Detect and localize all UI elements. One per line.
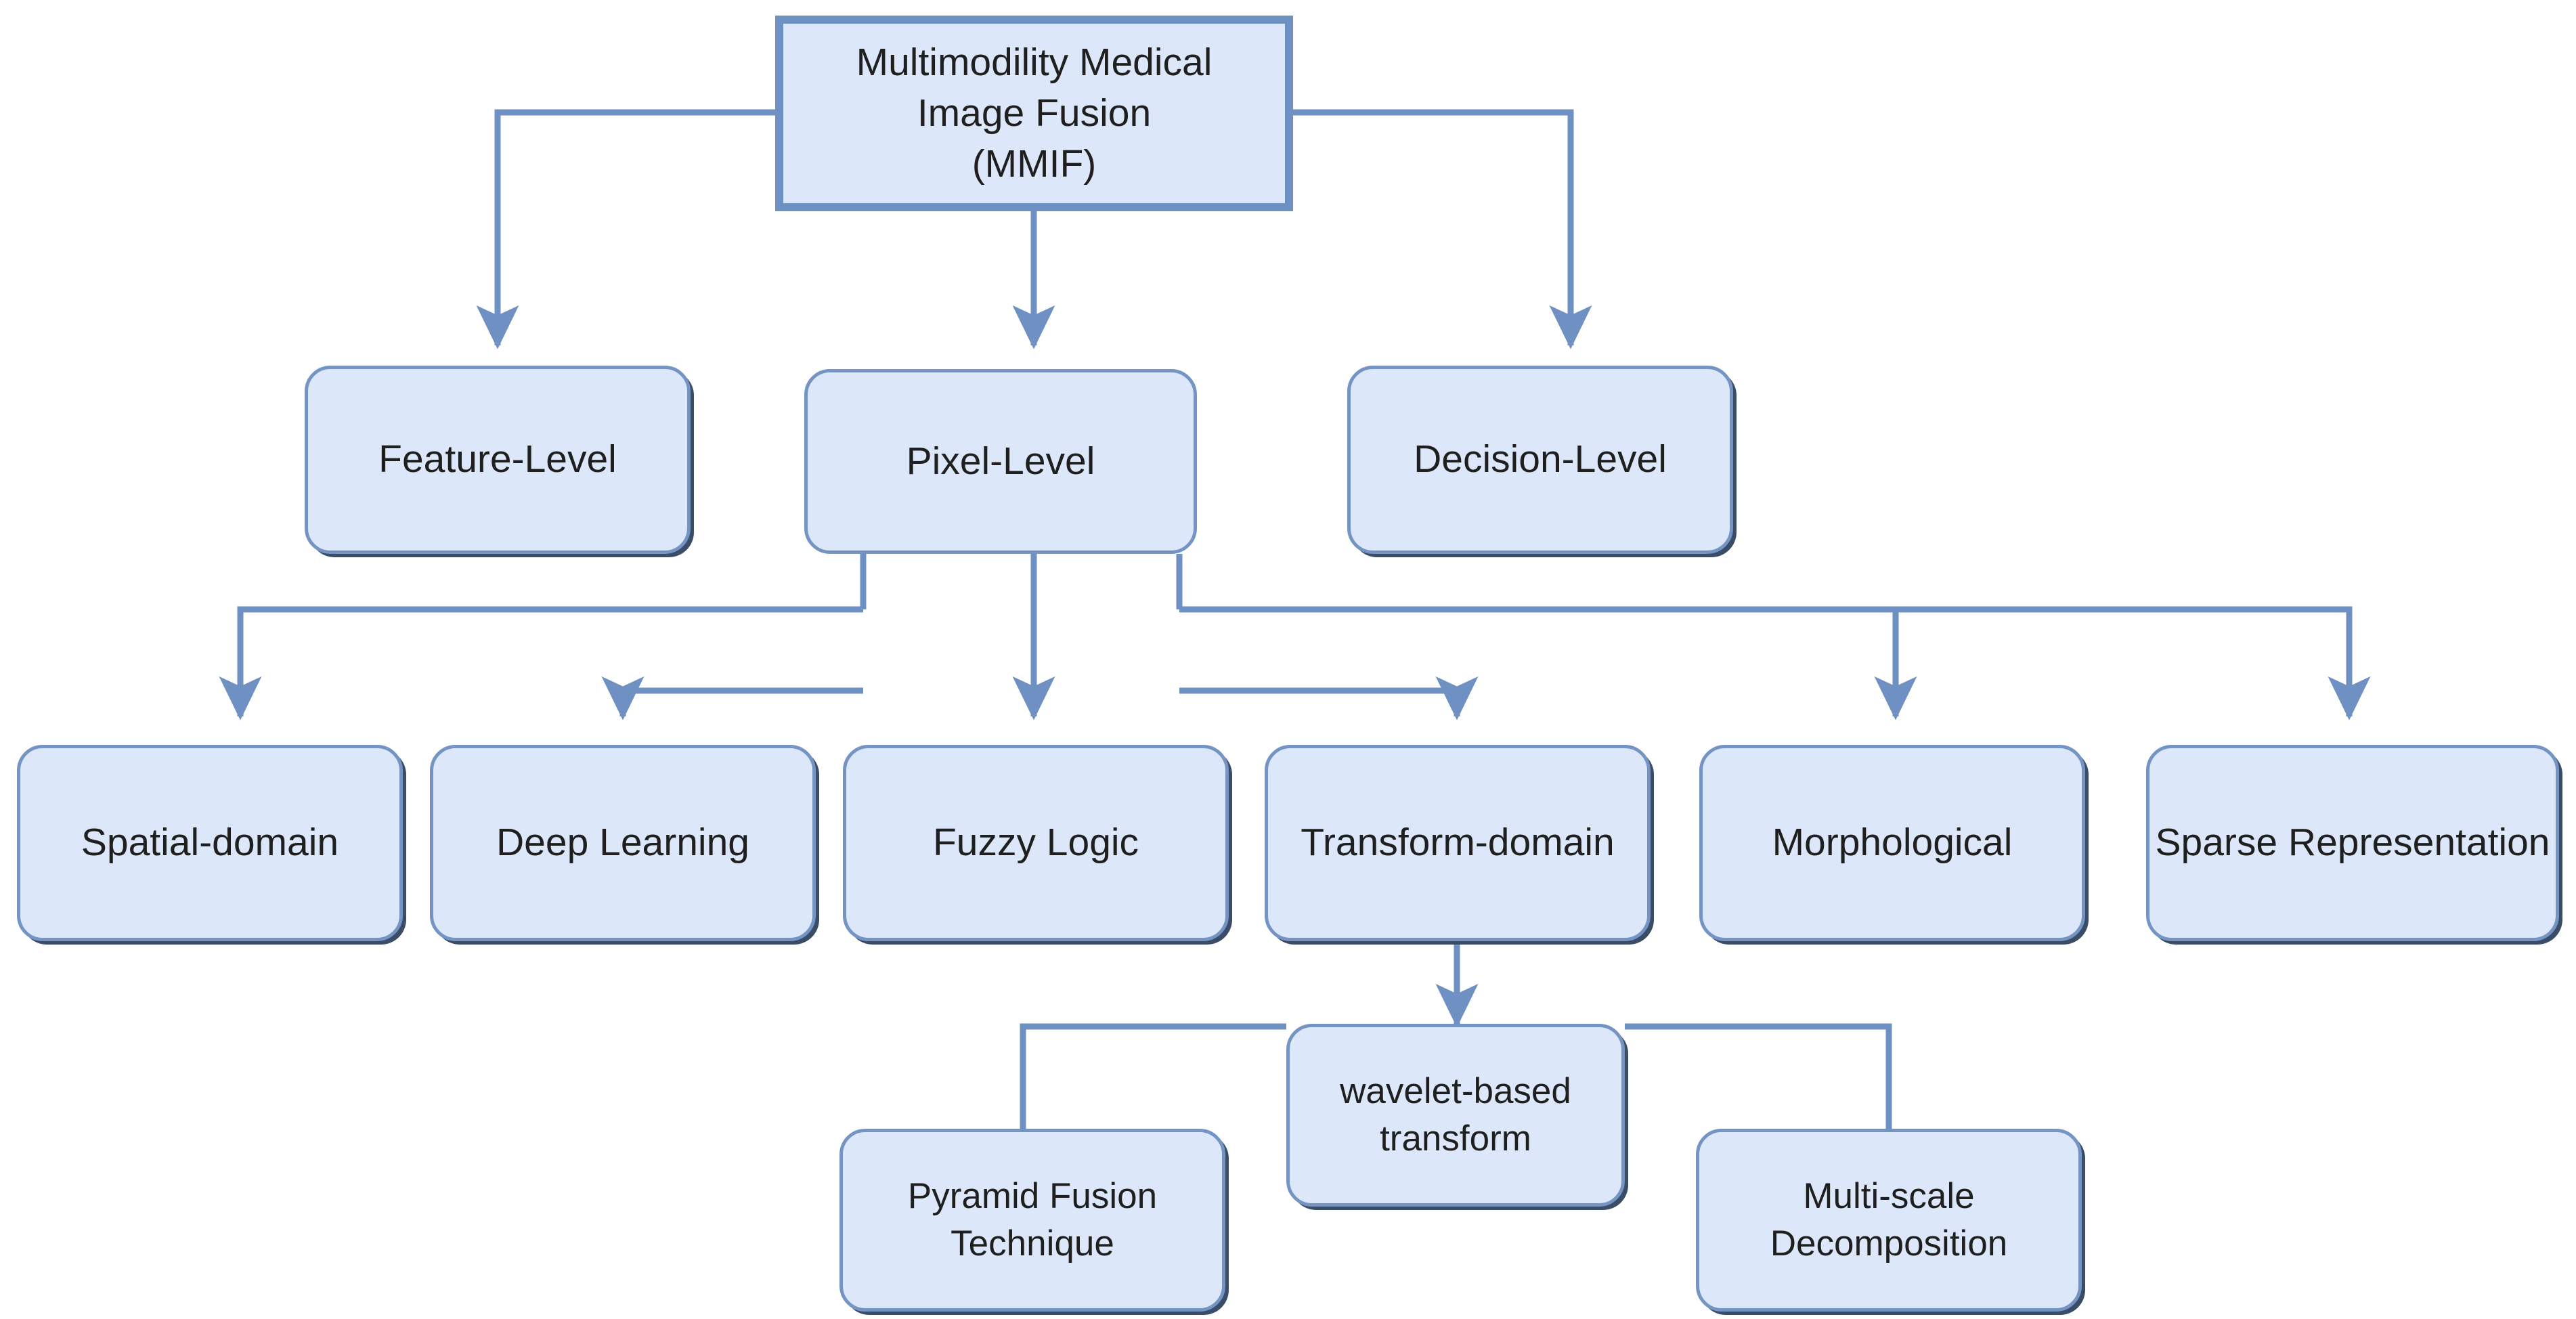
edge-wavelet-to-multiscale (1625, 1023, 1892, 1132)
node-feature-level[interactable]: Feature-Level (305, 366, 691, 554)
node-spatial-domain-label: Spatial-domain (81, 821, 339, 865)
node-sparse-representation[interactable]: Sparse Representation (2146, 745, 2559, 941)
edge-wavelet-to-pyramid (1020, 1023, 1286, 1132)
node-multi-scale-decomposition[interactable]: Multi-scale Decomposition (1696, 1129, 2082, 1312)
node-morphological-label: Morphological (1772, 821, 2013, 865)
node-fuzzy-logic-label: Fuzzy Logic (932, 821, 1139, 865)
node-fuzzy-logic[interactable]: Fuzzy Logic (843, 745, 1229, 941)
node-decision-level-label: Decision-Level (1414, 437, 1667, 481)
edge-bus-left (219, 606, 863, 720)
node-multi-scale-decomposition-label: Multi-scale Decomposition (1770, 1176, 2008, 1263)
node-morphological[interactable]: Morphological (1699, 745, 2085, 941)
node-pixel-level[interactable]: Pixel-Level (804, 369, 1197, 554)
node-wavelet-based-transform[interactable]: wavelet-based transform (1286, 1024, 1625, 1207)
node-root-label: Multimodility Medical Image Fusion (MMIF… (856, 40, 1213, 186)
node-spatial-domain[interactable]: Spatial-domain (17, 745, 403, 941)
node-pixel-level-label: Pixel-Level (906, 439, 1095, 483)
edge-root-to-decision-level (1293, 109, 1592, 349)
edge-pixel-to-transform-domain (1179, 676, 1479, 720)
node-root[interactable]: Multimodility Medical Image Fusion (MMIF… (775, 16, 1293, 211)
node-transform-domain[interactable]: Transform-domain (1265, 745, 1651, 941)
edge-pixel-to-deep-learning (601, 676, 863, 720)
node-deep-learning-label: Deep Learning (496, 821, 749, 865)
node-deep-learning[interactable]: Deep Learning (430, 745, 816, 941)
edge-root-to-feature-level (476, 109, 775, 349)
node-pyramid-fusion-technique-label: Pyramid Fusion Technique (907, 1176, 1158, 1263)
node-transform-domain-label: Transform-domain (1301, 821, 1615, 865)
node-decision-level[interactable]: Decision-Level (1347, 366, 1733, 554)
node-sparse-representation-label: Sparse Representation (2155, 821, 2550, 865)
edge-bus-right (1179, 606, 2371, 720)
node-pyramid-fusion-technique[interactable]: Pyramid Fusion Technique (839, 1129, 1225, 1312)
node-wavelet-based-transform-label: wavelet-based transform (1340, 1071, 1571, 1159)
node-feature-level-label: Feature-Level (378, 437, 617, 481)
